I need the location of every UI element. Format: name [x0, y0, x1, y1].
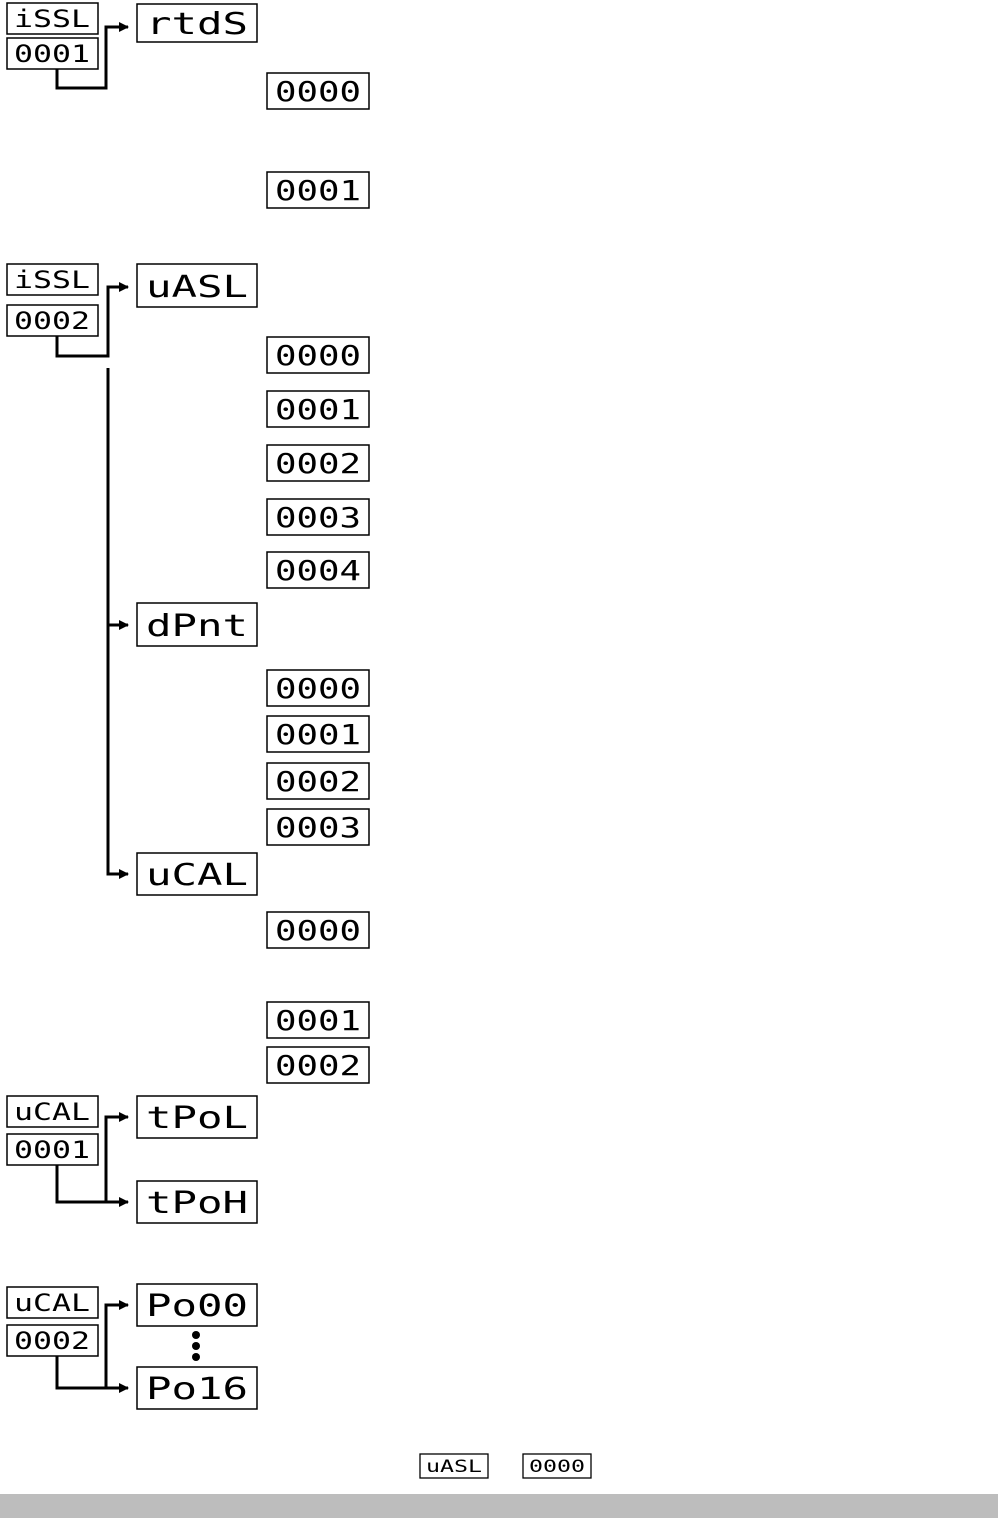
- lcd-display: 0002: [266, 1046, 370, 1084]
- display-text: 0001: [275, 718, 361, 751]
- display-text: 0004: [275, 554, 361, 587]
- display-text: 0000: [275, 672, 361, 705]
- lcd-display: 0000: [266, 72, 370, 110]
- lcd-display: 0001: [6, 37, 99, 70]
- lcd-display: uASL: [419, 1453, 489, 1479]
- display-text: 0001: [14, 1136, 90, 1164]
- lcd-display: uCAL: [6, 1095, 99, 1128]
- display-text: tPoL: [146, 1101, 248, 1136]
- lcd-display: 0001: [266, 1001, 370, 1039]
- group-ucal-0002: uCAL 0002 Po00 Po16: [6, 1283, 258, 1410]
- connector-arrow: [106, 368, 129, 879]
- lcd-display: 0001: [6, 1133, 99, 1166]
- display-text: uASL: [426, 1457, 482, 1477]
- connector-arrow: [55, 282, 129, 358]
- group-issl-0002: iSSL 0002 uASL 0000 0001 0002 0003: [6, 263, 370, 1084]
- lcd-display: dPnt: [136, 602, 258, 647]
- connector-arrow: [55, 1356, 129, 1393]
- display-text: uASL: [146, 270, 248, 305]
- footer-bar: [0, 1494, 998, 1518]
- lcd-display: uCAL: [136, 852, 258, 896]
- footer-displays: uASL 0000: [419, 1453, 592, 1479]
- lcd-display: 0002: [6, 304, 99, 337]
- lcd-display: Po16: [136, 1366, 258, 1410]
- lcd-display: tPoH: [136, 1180, 258, 1224]
- ellipsis-dots: [192, 1331, 200, 1361]
- lcd-display: 0004: [266, 551, 370, 589]
- display-text: Po16: [146, 1372, 248, 1407]
- lcd-display: 0000: [266, 911, 370, 949]
- lcd-display: 0000: [266, 336, 370, 374]
- lcd-display: 0001: [266, 171, 370, 209]
- lcd-display: uCAL: [6, 1286, 99, 1319]
- connector-arrow: [55, 1165, 129, 1207]
- display-text: 0001: [275, 393, 361, 426]
- display-text: tPoH: [146, 1186, 248, 1221]
- display-text: rtdS: [146, 7, 248, 42]
- display-text: uCAL: [14, 1289, 90, 1317]
- display-text: iSSL: [14, 5, 90, 33]
- lcd-display: 0003: [266, 808, 370, 846]
- connector-arrow: [55, 22, 129, 90]
- lcd-display: Po00: [136, 1283, 258, 1327]
- display-text: 0000: [275, 914, 361, 947]
- display-text: 0002: [14, 1327, 90, 1355]
- display-text: 0001: [275, 174, 361, 207]
- lcd-display: 0000: [522, 1453, 592, 1479]
- display-text: 0001: [275, 1004, 361, 1037]
- lcd-display: iSSL: [6, 2, 99, 35]
- display-text: 0000: [529, 1457, 585, 1477]
- display-text: uCAL: [146, 858, 248, 893]
- display-text: Po00: [146, 1289, 248, 1324]
- group-ucal-0001: uCAL 0001 tPoL tPoH: [6, 1095, 258, 1224]
- lcd-display: iSSL: [6, 263, 99, 296]
- lcd-display: 0002: [266, 762, 370, 800]
- lcd-display: 0003: [266, 498, 370, 536]
- connector-arrow: [104, 1112, 129, 1202]
- lcd-display: 0000: [266, 669, 370, 707]
- display-text: 0000: [275, 339, 361, 372]
- lcd-display: 0001: [266, 390, 370, 428]
- connector-arrow: [104, 1300, 129, 1388]
- display-text: iSSL: [14, 266, 90, 294]
- display-text: uCAL: [14, 1098, 90, 1126]
- group-issl-0001: iSSL 0001 rtdS 0000 0001: [6, 2, 370, 209]
- display-text: 0001: [14, 40, 90, 68]
- display-text: 0002: [275, 765, 361, 798]
- display-text: 0002: [275, 447, 361, 480]
- display-text: 0002: [14, 307, 90, 335]
- display-text: 0000: [275, 75, 361, 108]
- lcd-display: 0001: [266, 715, 370, 753]
- display-text: 0003: [275, 811, 361, 844]
- lcd-display: 0002: [6, 1324, 99, 1357]
- display-text: dPnt: [146, 609, 248, 644]
- lcd-display: 0002: [266, 444, 370, 482]
- lcd-display: tPoL: [136, 1095, 258, 1139]
- display-text: 0002: [275, 1049, 361, 1082]
- lcd-display: rtdS: [136, 3, 258, 43]
- lcd-display: uASL: [136, 263, 258, 308]
- display-text: 0003: [275, 501, 361, 534]
